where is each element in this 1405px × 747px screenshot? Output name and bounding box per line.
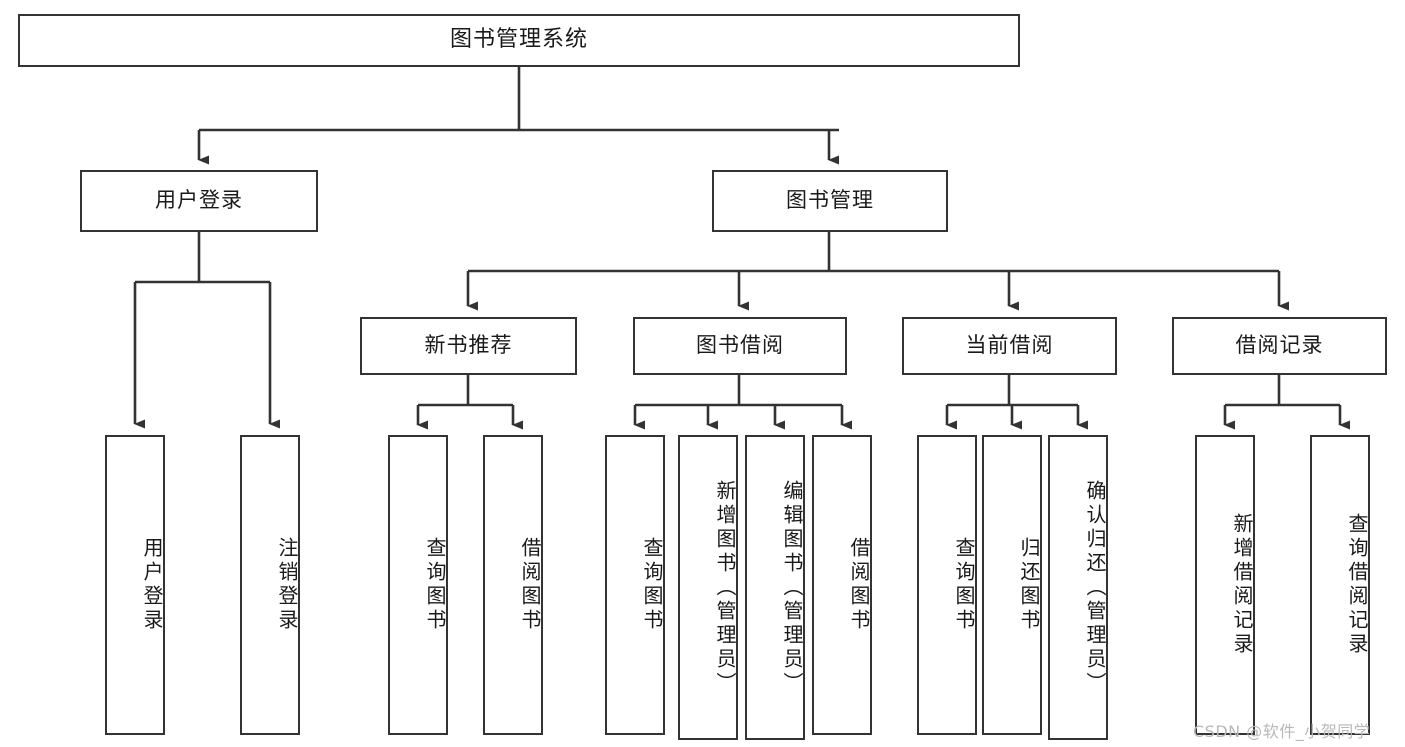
- node-borrow-record[interactable]: 借阅记录: [1172, 317, 1387, 375]
- node-book-management[interactable]: 图书管理: [712, 170, 948, 232]
- node-root-system[interactable]: 图书管理系统: [18, 14, 1020, 67]
- node-label: 确认归还（管理员）: [1083, 479, 1107, 696]
- node-label: 借阅图书: [847, 537, 871, 633]
- leaf-newbook-borrow-book[interactable]: 借阅图书: [483, 435, 543, 735]
- leaf-borrow-query-book[interactable]: 查询图书: [605, 435, 665, 735]
- node-label: 图书管理: [786, 188, 874, 213]
- node-label: 查询借阅记录: [1345, 513, 1369, 657]
- node-label: 注销登录: [275, 537, 299, 633]
- node-label: 编辑图书（管理员）: [780, 479, 804, 696]
- node-book-borrow[interactable]: 图书借阅: [633, 317, 847, 375]
- leaf-borrow-add-book-admin[interactable]: 新增图书（管理员）: [678, 435, 738, 740]
- leaf-borrow-edit-book-admin[interactable]: 编辑图书（管理员）: [745, 435, 805, 740]
- node-label: 归还图书: [1017, 537, 1041, 633]
- leaf-user-logout[interactable]: 注销登录: [240, 435, 300, 735]
- node-label: 新增图书（管理员）: [713, 479, 737, 696]
- node-label: 查询图书: [952, 537, 976, 633]
- node-label: 用户登录: [140, 537, 164, 633]
- node-label: 新书推荐: [424, 333, 513, 358]
- node-new-book-recommend[interactable]: 新书推荐: [360, 317, 577, 375]
- node-label: 查询图书: [640, 537, 664, 633]
- leaf-record-add-record[interactable]: 新增借阅记录: [1195, 435, 1255, 735]
- node-label: 图书借阅: [696, 333, 784, 358]
- node-label: 当前借阅: [965, 333, 1054, 358]
- leaf-newbook-query-book[interactable]: 查询图书: [388, 435, 448, 735]
- leaf-borrow-borrow-book[interactable]: 借阅图书: [812, 435, 872, 735]
- node-current-borrow[interactable]: 当前借阅: [902, 317, 1117, 375]
- leaf-current-query-book[interactable]: 查询图书: [917, 435, 977, 735]
- node-label: 查询图书: [423, 537, 447, 633]
- node-label: 借阅记录: [1235, 333, 1324, 358]
- csdn-watermark: CSDN @软件_小贺同学: [1193, 722, 1371, 741]
- node-label: 新增借阅记录: [1230, 513, 1254, 657]
- leaf-user-login[interactable]: 用户登录: [105, 435, 165, 735]
- leaf-current-confirm-return-admin[interactable]: 确认归还（管理员）: [1048, 435, 1108, 740]
- node-user-login[interactable]: 用户登录: [80, 170, 318, 232]
- node-label: 图书管理系统: [449, 27, 588, 53]
- leaf-current-return-book[interactable]: 归还图书: [982, 435, 1042, 735]
- node-label: 用户登录: [155, 188, 243, 213]
- node-label: 借阅图书: [518, 537, 542, 633]
- leaf-record-query-record[interactable]: 查询借阅记录: [1310, 435, 1370, 735]
